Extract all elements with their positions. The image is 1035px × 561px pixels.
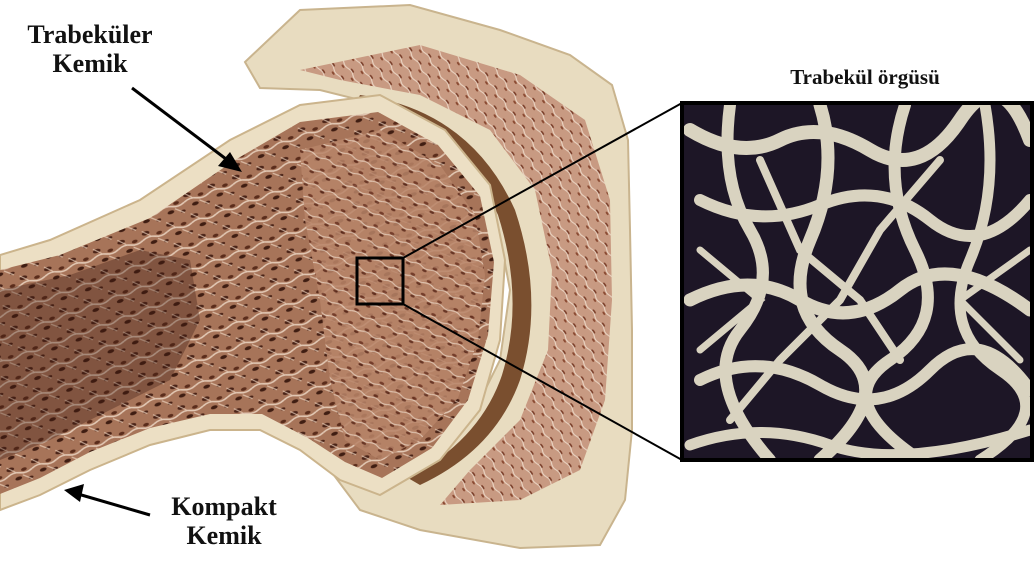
compact-bone-label-line-2: Kemik bbox=[148, 521, 300, 550]
trabecular-mesh-label: Trabekül örgüsü bbox=[740, 66, 990, 90]
trabecular-bone-label: Trabeküler Kemik bbox=[8, 20, 172, 78]
trabecular-bone-label-line-2: Kemik bbox=[8, 49, 172, 78]
trabecular-arrow bbox=[132, 88, 242, 172]
trabecular-mesh-panel bbox=[682, 94, 1032, 460]
compact-arrow bbox=[64, 484, 150, 515]
trabecular-bone-label-line-1: Trabeküler bbox=[8, 20, 172, 49]
compact-bone-label-line-1: Kompakt bbox=[148, 492, 300, 521]
compact-bone-label: Kompakt Kemik bbox=[148, 492, 300, 550]
